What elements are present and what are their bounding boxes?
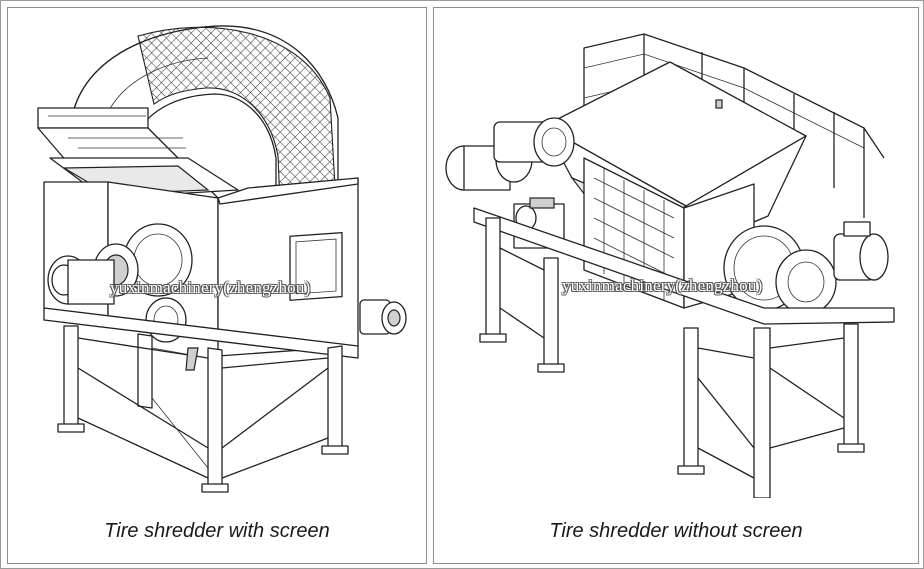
panel-without-screen: yuxinmachinery(zhengzhou) Tire shredder …: [433, 7, 919, 564]
shredder-without-screen-illustration: [445, 33, 895, 498]
caption-with-screen: Tire shredder with screen: [104, 520, 330, 542]
shredder-with-screen-illustration: [37, 25, 407, 493]
caption-without-screen: Tire shredder without screen: [549, 520, 803, 542]
watermark: yuxinmachinery(zhengzhou): [562, 276, 763, 295]
panel-with-screen: yuxinmachinery(zhengzhou) Tire shredder …: [7, 7, 427, 564]
watermark: yuxinmachinery(zhengzhou): [110, 278, 311, 297]
